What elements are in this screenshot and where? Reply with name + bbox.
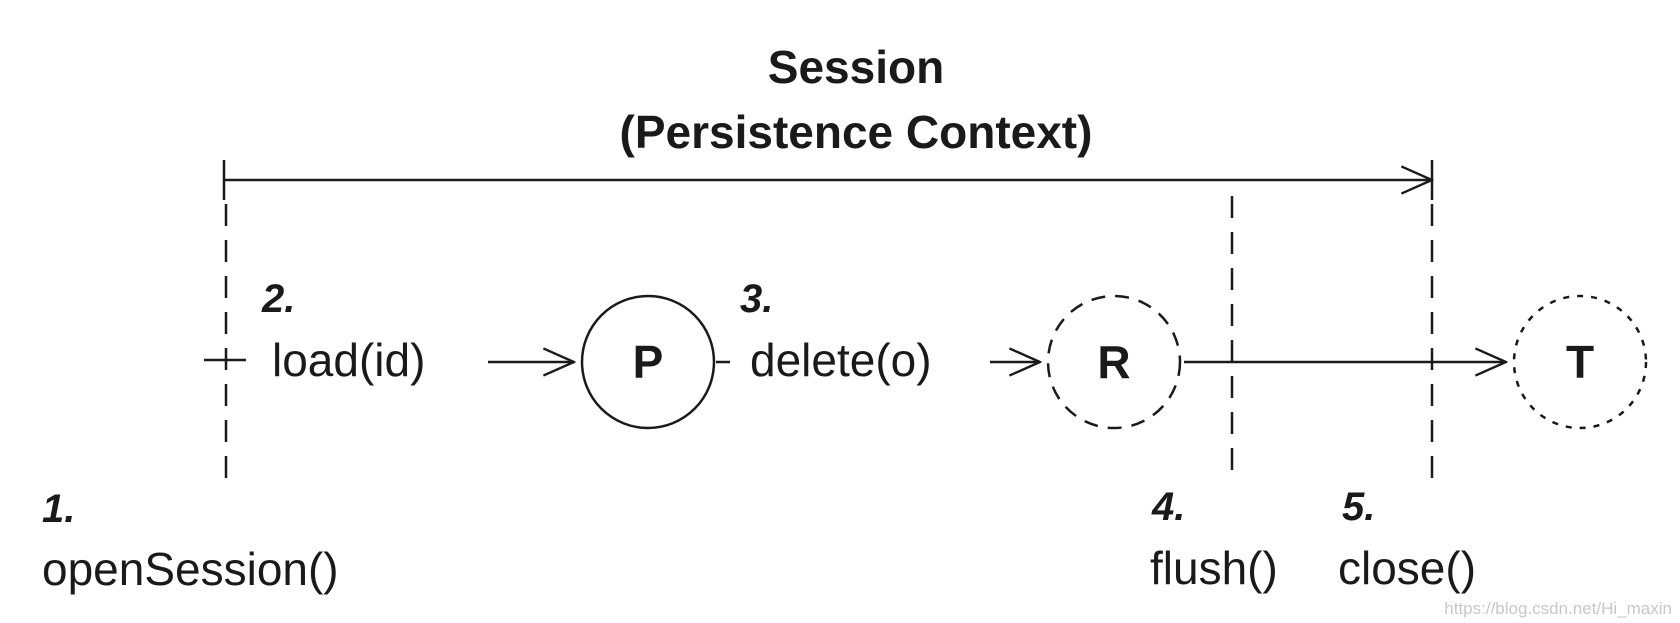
removed-state-circle (1046, 294, 1182, 430)
step-3-number: 3. (740, 277, 773, 321)
step-5-number: 5. (1342, 485, 1375, 529)
step-4-number: 4. (1151, 485, 1185, 529)
removed-state-letter: R (1097, 336, 1130, 388)
step-4-label: flush() (1150, 542, 1278, 594)
step-1-number: 1. (42, 487, 75, 531)
step-2-label: load(id) (272, 334, 425, 386)
transient-state-circle (1512, 294, 1648, 430)
step-1-label: openSession() (42, 543, 339, 595)
transient-state-letter: T (1566, 336, 1594, 388)
persistent-state-letter: P (633, 336, 664, 388)
step-2-number: 2. (261, 277, 295, 321)
diagram-title-line1: Session (768, 41, 944, 93)
step-5-label: close() (1338, 542, 1476, 594)
diagram-title-line2: (Persistence Context) (620, 106, 1093, 158)
watermark-text: https://blog.csdn.net/Hi_maxin (1444, 599, 1672, 618)
persistent-state-circle (580, 294, 716, 430)
step-3-label: delete(o) (750, 334, 932, 386)
